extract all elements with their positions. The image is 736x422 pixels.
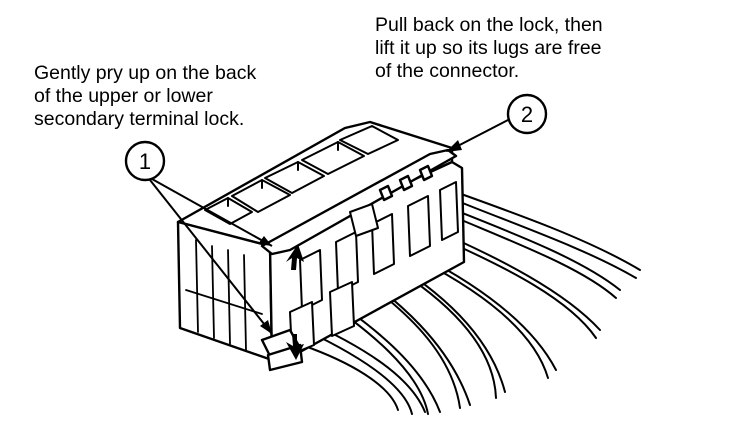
callout-1-line: Gently pry up on the back: [34, 62, 257, 84]
callout-1-marker: 1: [124, 140, 273, 335]
callout-1-line: of the upper or lower: [34, 85, 213, 107]
callout-2-text: Pull back on the lock, then lift it up s…: [375, 14, 603, 83]
callout-1-number: 1: [139, 149, 151, 174]
callout-2-number: 2: [521, 102, 533, 127]
callout-1-line: secondary terminal lock.: [34, 108, 245, 130]
callout-2-line: of the connector.: [375, 60, 520, 82]
callout-2-marker: 2: [446, 93, 548, 152]
pry-arrows: [286, 244, 304, 360]
terminal-cavities: [289, 181, 459, 355]
callout-1-text: Gently pry up on the back of the upper o…: [34, 62, 256, 131]
callout-2-line: Pull back on the lock, then: [375, 14, 603, 36]
top-ribs: [204, 125, 399, 225]
callout-2-line: lift it up so its lugs are free: [375, 37, 602, 59]
